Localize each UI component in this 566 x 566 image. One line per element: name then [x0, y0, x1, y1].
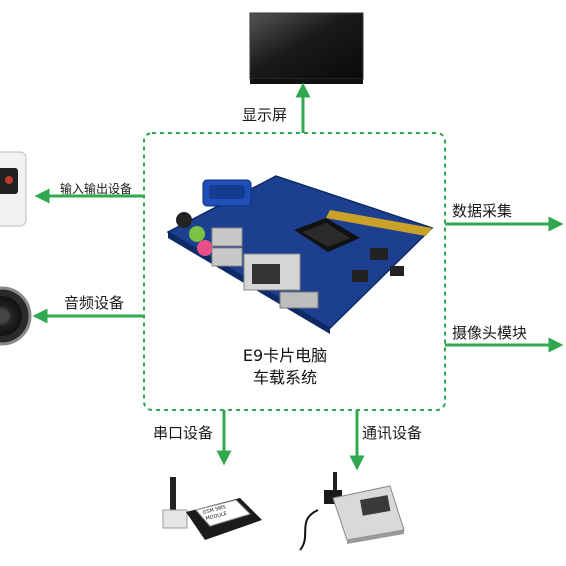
e9-board-image — [166, 175, 434, 334]
label-serial-device: 串口设备 — [153, 424, 214, 442]
center-title-line1: E9卡片电脑 — [242, 346, 328, 365]
io-device-image — [0, 151, 27, 227]
label-data-acquisition: 数据采集 — [452, 202, 513, 220]
gsm-module-image: GSM SMS MODULE — [162, 477, 262, 540]
system-boundary — [143, 132, 446, 411]
label-camera-module: 摄像头模块 — [452, 324, 528, 342]
comm-device-image — [299, 472, 405, 551]
label-comm-device: 通讯设备 — [362, 424, 423, 442]
speaker-image — [0, 286, 32, 346]
gsm-label-line2: MODULE — [205, 511, 228, 522]
gsm-label-line1: GSM SMS — [202, 504, 226, 516]
label-audio-device: 音频设备 — [64, 294, 125, 312]
display-screen-image — [249, 12, 364, 84]
label-display: 显示屏 — [242, 106, 288, 124]
label-io-device: 输入输出设备 — [60, 182, 133, 196]
center-title-line2: 车载系统 — [252, 368, 317, 387]
